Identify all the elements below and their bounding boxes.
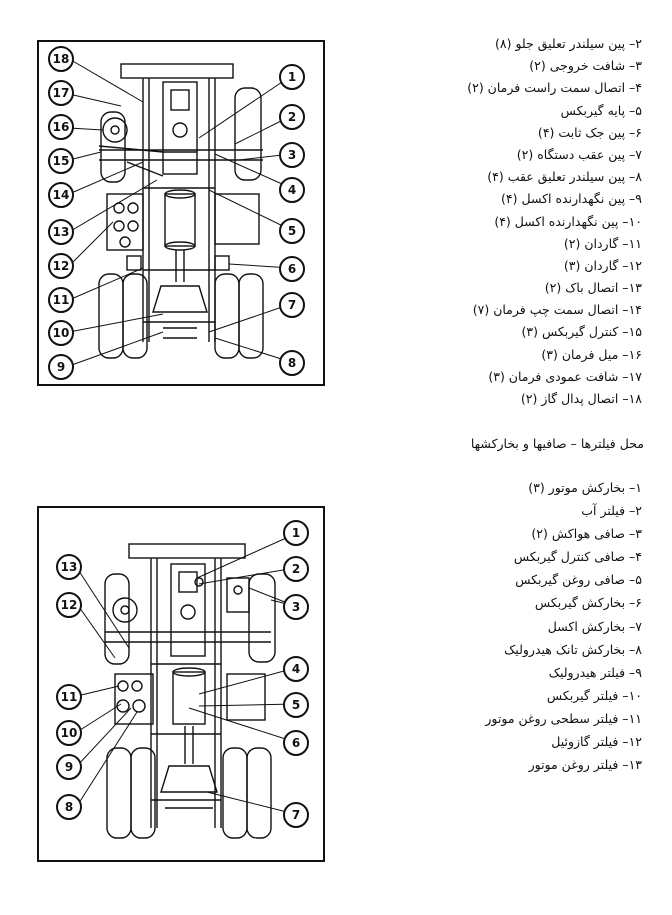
callout-1: 1 — [283, 520, 309, 546]
filters-diagram: 13 12 11 10 9 8 1 2 3 4 5 6 7 — [37, 506, 325, 862]
legend1-item-7: ۷– پین عقب دستگاه (۲) — [516, 146, 642, 162]
callout-13: 13 — [48, 219, 74, 245]
callout-10: 10 — [48, 320, 74, 346]
callout-11: 11 — [48, 287, 74, 313]
legend2-item-8: ۸– بخارکش تانک هیدرولیک — [504, 641, 642, 657]
callout-10: 10 — [56, 720, 82, 746]
legend1-item-8: ۸– پین سیلندر تعلیق عقب (۴) — [487, 169, 642, 185]
callout-16: 16 — [48, 114, 74, 140]
legend1-item-11: ۱۱– گاردان (۲) — [563, 235, 642, 251]
legend1-item-15: ۱۵– کنترل گیربکس (۳) — [521, 324, 642, 340]
callout-3: 3 — [279, 142, 305, 168]
legend1-item-16: ۱۶– میل فرمان (۳) — [541, 346, 642, 362]
legend2-item-6: ۶– بخارکش گیربکس — [534, 595, 642, 611]
filters-legend: ۱– بخارکش موتور (۳) ۲– فیلتر آب ۳– صافی … — [485, 476, 642, 776]
legend1-item-6: ۶– پین جک ثابت (۴) — [537, 124, 642, 140]
legend1-item-3: ۳– شافت خروجی (۲) — [529, 58, 642, 74]
callout-8: 8 — [56, 794, 82, 820]
callout-2: 2 — [283, 556, 309, 582]
legend2-item-2: ۲– فیلتر آب — [581, 503, 642, 519]
legend2-item-10: ۱۰– فیلتر گیربکس — [546, 687, 642, 703]
callout-11: 11 — [56, 684, 82, 710]
callout-13: 13 — [56, 554, 82, 580]
callout-4: 4 — [283, 656, 309, 682]
legend1-item-18: ۱۸– اتصال پدال گاز (۲) — [520, 391, 642, 406]
legend2-item-13: ۱۳– فیلتر روغن موتور — [528, 757, 642, 773]
callout-15: 15 — [48, 148, 74, 174]
callout-18: 18 — [48, 46, 74, 72]
callout-14: 14 — [48, 182, 74, 208]
chassis-drawing-1 — [68, 59, 292, 367]
filters-section-heading: محل فیلترها – صافیها و بخارکشها — [470, 436, 644, 451]
legend2-item-9: ۹– فیلتر هیدرولیک — [548, 664, 642, 680]
callout-7: 7 — [283, 802, 309, 828]
legend2-item-7: ۷– بخارکش اکسل — [547, 618, 642, 634]
legend2-item-4: ۴– صافی کنترل گیربکس — [513, 549, 642, 565]
legend2-item-12: ۱۲– فیلتر گازوئیل — [551, 734, 642, 750]
callout-5: 5 — [283, 692, 309, 718]
callout-9: 9 — [48, 354, 74, 380]
legend1-item-10: ۱۰– پین نگهدارنده اکسل (۴) — [494, 213, 642, 229]
legend1-item-12: ۱۲– گاردان (۳) — [563, 257, 642, 273]
callout-3: 3 — [283, 594, 309, 620]
callout-6: 6 — [283, 730, 309, 756]
legend1-item-4: ۴– اتصال سمت راست فرمان (۲) — [467, 80, 642, 96]
chassis-drawing-2 — [76, 533, 296, 839]
lubrication-points-diagram: 18 17 16 15 14 13 12 11 10 9 1 2 3 4 5 6… — [37, 40, 325, 386]
legend1-item-2: ۲– پین سیلندر تعلیق جلو (۸) — [494, 36, 642, 51]
legend2-item-1: ۱– بخارکش موتور (۳) — [528, 480, 642, 495]
callout-9: 9 — [56, 754, 82, 780]
legend1-item-14: ۱۴– اتصال سمت چپ فرمان (۷) — [472, 302, 642, 318]
lubrication-points-legend: ۲– پین سیلندر تعلیق جلو (۸) ۳– شافت خروج… — [467, 33, 642, 410]
legend2-item-3: ۳– صافی هواکش (۲) — [531, 526, 642, 542]
legend1-item-5: ۵– پایه گیربکس — [560, 102, 642, 118]
legend1-item-17: ۱۷– شافت عمودی فرمان (۳) — [488, 368, 642, 384]
callout-17: 17 — [48, 80, 74, 106]
legend1-item-9: ۹– پین نگهدارنده اکسل (۴) — [501, 191, 642, 207]
callout-2: 2 — [279, 104, 305, 130]
callout-5: 5 — [279, 218, 305, 244]
callout-4: 4 — [279, 177, 305, 203]
legend2-item-11: ۱۱– فیلتر سطحی روغن موتور — [485, 710, 642, 726]
callout-6: 6 — [279, 256, 305, 282]
legend2-item-5: ۵– صافی روغن گیربکس — [515, 572, 642, 588]
callout-12: 12 — [56, 592, 82, 618]
callout-1: 1 — [279, 64, 305, 90]
callout-8: 8 — [279, 350, 305, 376]
callout-12: 12 — [48, 253, 74, 279]
callout-7: 7 — [279, 292, 305, 318]
legend1-item-13: ۱۳– اتصال باک (۲) — [544, 280, 642, 296]
